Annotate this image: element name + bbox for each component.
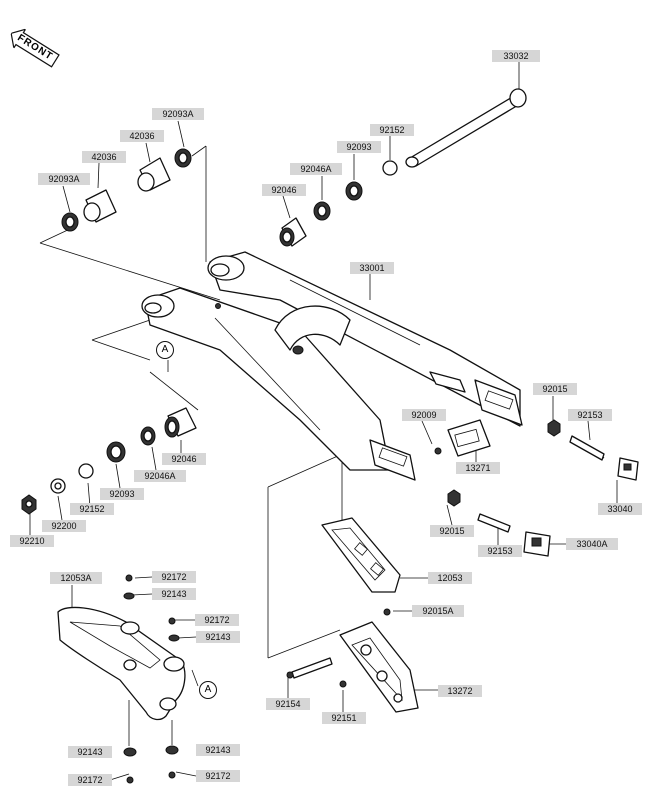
part-label[interactable]: 92143 bbox=[68, 746, 112, 758]
part-label[interactable]: 92009 bbox=[402, 409, 446, 421]
rocker-arm bbox=[57, 574, 199, 784]
part-label[interactable]: 33040A bbox=[566, 538, 618, 550]
part-label[interactable]: 92046A bbox=[134, 470, 186, 482]
part-label[interactable]: 92015A bbox=[412, 605, 464, 617]
part-label[interactable]: 92093A bbox=[152, 108, 204, 120]
part-label[interactable]: 33001 bbox=[350, 262, 394, 274]
rear-axle bbox=[405, 88, 527, 168]
part-label[interactable]: 42036 bbox=[82, 151, 126, 163]
part-label[interactable]: 92046 bbox=[162, 453, 206, 465]
part-label[interactable]: 92154 bbox=[266, 698, 310, 710]
part-label[interactable]: 92143 bbox=[196, 744, 240, 756]
part-label[interactable]: 92093 bbox=[337, 141, 381, 153]
part-label[interactable]: 33040 bbox=[598, 503, 642, 515]
part-label[interactable]: 33032 bbox=[492, 50, 540, 62]
lower-pivot-parts bbox=[21, 407, 197, 515]
front-direction-arrow: FRONT bbox=[5, 24, 60, 69]
part-label[interactable]: 92143 bbox=[196, 631, 240, 643]
part-label[interactable]: 92046A bbox=[290, 163, 342, 175]
part-label[interactable]: 92153 bbox=[478, 545, 522, 557]
arrow-icon bbox=[10, 28, 60, 68]
chain-guide bbox=[321, 517, 401, 593]
part-label[interactable]: 92210 bbox=[10, 535, 54, 547]
part-label[interactable]: 92172 bbox=[152, 571, 196, 583]
swingarm bbox=[141, 251, 523, 481]
part-label[interactable]: 13271 bbox=[456, 462, 500, 474]
chain-slider bbox=[286, 608, 419, 713]
part-label[interactable]: 92172 bbox=[68, 774, 112, 786]
part-label[interactable]: 92200 bbox=[42, 520, 86, 532]
part-label[interactable]: 12053A bbox=[50, 572, 102, 584]
part-label[interactable]: 92152 bbox=[70, 503, 114, 515]
part-label[interactable]: 92152 bbox=[370, 124, 414, 136]
leader-lines bbox=[29, 62, 618, 781]
top-pivot-parts bbox=[61, 148, 398, 247]
part-label[interactable]: 92151 bbox=[322, 712, 366, 724]
part-label[interactable]: 92153 bbox=[568, 409, 612, 421]
chain-adjuster-parts bbox=[434, 419, 639, 557]
part-label[interactable]: 92143 bbox=[152, 588, 196, 600]
reference-callout-a: A bbox=[199, 681, 217, 699]
part-label[interactable]: 92093 bbox=[100, 488, 144, 500]
part-label[interactable]: 92172 bbox=[196, 770, 240, 782]
part-label[interactable]: 92015 bbox=[533, 383, 577, 395]
part-label[interactable]: 92046 bbox=[262, 184, 306, 196]
part-label[interactable]: 13272 bbox=[438, 685, 482, 697]
part-label[interactable]: 92172 bbox=[195, 614, 239, 626]
part-label[interactable]: 92015 bbox=[430, 525, 474, 537]
reference-callout-a: A bbox=[156, 341, 174, 359]
part-label[interactable]: 42036 bbox=[120, 130, 164, 142]
part-label[interactable]: 92093A bbox=[38, 173, 90, 185]
part-label[interactable]: 12053 bbox=[428, 572, 472, 584]
